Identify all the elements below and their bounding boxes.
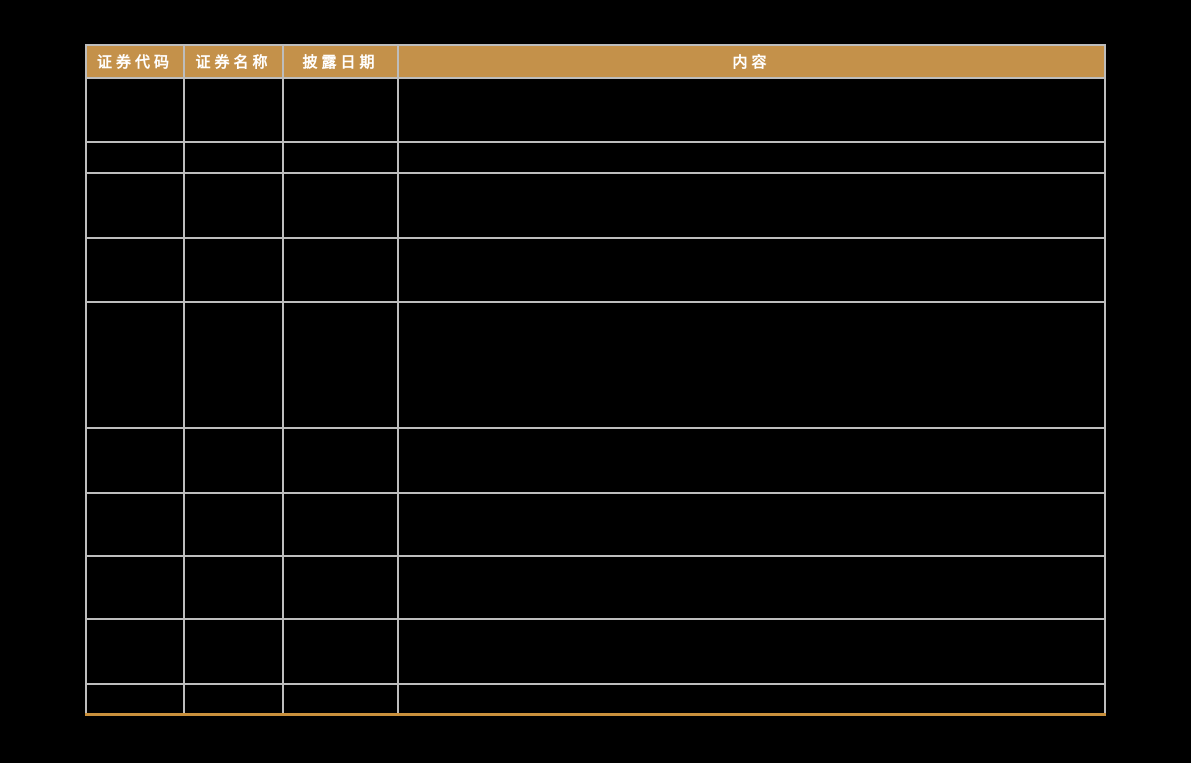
table-body (85, 77, 1106, 716)
securities-disclosure-table-container: 证券代码 证券名称 披露日期 内容 (85, 44, 1106, 716)
cell-security-code (85, 555, 185, 620)
cell-security-name (183, 683, 284, 716)
cell-content (397, 618, 1106, 685)
cell-security-code (85, 427, 185, 494)
cell-content (397, 77, 1106, 143)
cell-security-name (183, 237, 284, 303)
cell-disclosure-date (282, 237, 399, 303)
cell-disclosure-date (282, 555, 399, 620)
column-header-disclosure-date: 披露日期 (282, 44, 399, 79)
table-row (85, 141, 1106, 174)
table-row (85, 427, 1106, 494)
securities-disclosure-table: 证券代码 证券名称 披露日期 内容 (85, 44, 1106, 716)
cell-disclosure-date (282, 141, 399, 174)
table-header: 证券代码 证券名称 披露日期 内容 (85, 44, 1106, 79)
cell-security-code (85, 237, 185, 303)
cell-disclosure-date (282, 618, 399, 685)
cell-content (397, 683, 1106, 716)
cell-content (397, 427, 1106, 494)
cell-security-name (183, 492, 284, 557)
cell-disclosure-date (282, 172, 399, 239)
column-header-content: 内容 (397, 44, 1106, 79)
cell-security-name (183, 618, 284, 685)
cell-security-name (183, 77, 284, 143)
table-row (85, 237, 1106, 303)
table-row (85, 172, 1106, 239)
column-header-security-name: 证券名称 (183, 44, 284, 79)
column-header-security-code: 证券代码 (85, 44, 185, 79)
table-row (85, 683, 1106, 716)
cell-security-code (85, 77, 185, 143)
cell-disclosure-date (282, 683, 399, 716)
cell-security-name (183, 141, 284, 174)
cell-disclosure-date (282, 301, 399, 429)
cell-disclosure-date (282, 77, 399, 143)
cell-security-code (85, 301, 185, 429)
cell-disclosure-date (282, 427, 399, 494)
cell-content (397, 141, 1106, 174)
cell-content (397, 301, 1106, 429)
cell-content (397, 172, 1106, 239)
cell-security-code (85, 618, 185, 685)
table-row (85, 555, 1106, 620)
cell-security-name (183, 301, 284, 429)
cell-content (397, 492, 1106, 557)
table-row (85, 301, 1106, 429)
cell-content (397, 555, 1106, 620)
header-row: 证券代码 证券名称 披露日期 内容 (85, 44, 1106, 79)
cell-content (397, 237, 1106, 303)
cell-security-code (85, 683, 185, 716)
cell-security-name (183, 427, 284, 494)
table-row (85, 618, 1106, 685)
cell-security-code (85, 141, 185, 174)
table-row (85, 492, 1106, 557)
cell-security-code (85, 492, 185, 557)
cell-security-code (85, 172, 185, 239)
cell-security-name (183, 555, 284, 620)
cell-security-name (183, 172, 284, 239)
cell-disclosure-date (282, 492, 399, 557)
table-row (85, 77, 1106, 143)
